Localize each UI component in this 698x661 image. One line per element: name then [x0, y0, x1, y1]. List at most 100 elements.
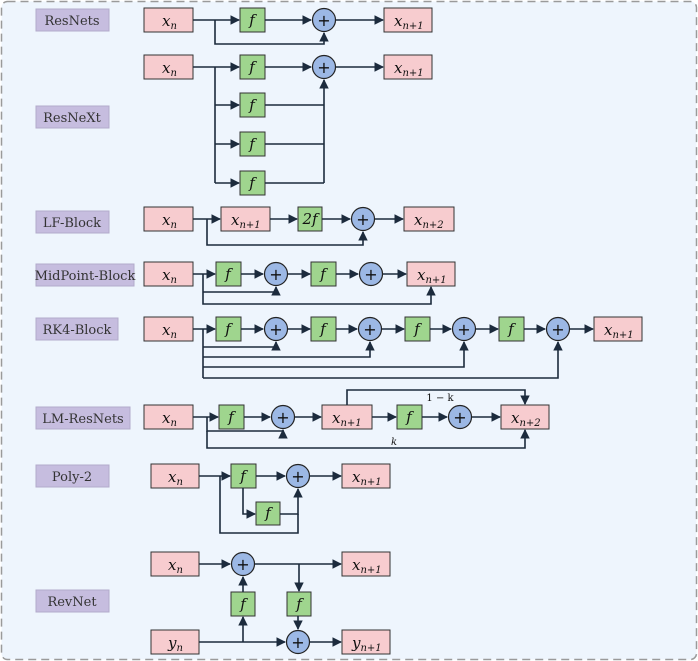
adder-symbol: +	[551, 320, 564, 339]
function-label: f	[319, 265, 328, 283]
block-label: ResNeXt	[43, 111, 101, 126]
adder-symbol: +	[269, 320, 282, 339]
adder-node	[285, 629, 311, 655]
adder-node	[311, 7, 337, 33]
function-label: f	[295, 595, 304, 613]
function-box	[230, 463, 257, 489]
state-box	[383, 7, 433, 33]
adder-node	[285, 463, 311, 489]
state-box	[143, 316, 194, 342]
state-box	[143, 7, 194, 33]
function-box	[239, 170, 266, 196]
adder-node	[358, 261, 384, 287]
adder-node	[451, 316, 477, 342]
block-label-box	[35, 263, 135, 287]
lm-resnets-block: LM-ResNets xn f + xn+1 f + xn+2 1 − k k	[35, 389, 550, 449]
adder-node	[270, 404, 296, 430]
adder-symbol: +	[356, 210, 369, 229]
resnets-block: ResNets xn f + xn+1	[35, 7, 433, 45]
block-label-box	[35, 589, 110, 613]
function-box	[215, 316, 242, 342]
adder-node	[545, 316, 571, 342]
adder-node	[230, 551, 256, 577]
state-box	[150, 463, 200, 489]
state-box	[593, 316, 643, 342]
block-label-box	[35, 317, 119, 341]
block-label-box	[35, 464, 110, 488]
state-box	[220, 206, 271, 232]
adder-node	[311, 54, 337, 80]
block-label-box	[35, 105, 110, 129]
adder-symbol: +	[276, 408, 289, 427]
function-label: f	[319, 320, 328, 338]
state-box	[143, 206, 194, 232]
block-label-box	[35, 210, 110, 234]
function-box	[239, 7, 266, 33]
block-label: RevNet	[47, 595, 97, 610]
state-box	[143, 54, 194, 80]
function-label: f	[248, 135, 257, 153]
state-box	[341, 629, 391, 655]
block-label: LF-Block	[43, 216, 101, 231]
state-box	[406, 261, 456, 287]
revnet-block: RevNet xn + xn+1 f f yn + yn+1	[35, 551, 391, 655]
adder-symbol: +	[317, 11, 330, 30]
state-box	[403, 206, 455, 232]
function-label: f	[264, 504, 273, 522]
block-label: ResNets	[44, 14, 99, 29]
block-label: MidPoint-Block	[35, 269, 136, 284]
resnext-block: ResNeXt xn f f f f + xn+1	[35, 54, 433, 196]
function-label: f	[239, 595, 248, 613]
state-box	[500, 404, 550, 430]
coefficient-top: 1 − k	[426, 393, 454, 404]
rk4-block: RK4-Block xn f + f + f + f + xn+1	[35, 316, 643, 379]
adder-symbol: +	[317, 58, 330, 77]
function-box	[404, 316, 431, 342]
coefficient-bottom: k	[391, 437, 397, 448]
state-box	[383, 54, 433, 80]
function-box	[286, 591, 312, 617]
function-label: f	[224, 320, 233, 338]
adder-symbol: +	[269, 265, 282, 284]
function-box	[297, 206, 323, 232]
adder-symbol: +	[291, 633, 304, 652]
adder-node	[263, 316, 289, 342]
function-label: f	[248, 96, 257, 114]
function-box	[218, 404, 245, 430]
adder-symbol: +	[457, 320, 470, 339]
lf-block: LF-Block xn xn+1 2f + xn+2	[35, 206, 455, 246]
block-label-box	[35, 8, 110, 32]
adder-symbol: +	[453, 408, 466, 427]
state-box	[143, 261, 194, 287]
block-label-box	[35, 406, 131, 430]
state-box	[341, 463, 391, 489]
midpoint-block: MidPoint-Block xn f + f + xn+1	[35, 261, 456, 305]
function-label: f	[248, 11, 257, 29]
block-label: RK4-Block	[43, 323, 112, 338]
function-box	[239, 131, 266, 157]
state-box	[143, 404, 194, 430]
adder-symbol: +	[363, 320, 376, 339]
adder-symbol: +	[291, 467, 304, 486]
adder-node	[350, 206, 376, 232]
adder-node	[263, 261, 289, 287]
adder-symbol: +	[236, 555, 249, 574]
function-label: f	[248, 58, 257, 76]
function-box	[498, 316, 525, 342]
function-box	[230, 591, 256, 617]
function-label: f	[248, 174, 257, 192]
state-box	[341, 551, 391, 577]
function-label: f	[405, 408, 414, 426]
function-label: f	[227, 408, 236, 426]
function-label: f	[413, 320, 422, 338]
function-label: f	[507, 320, 516, 338]
function-label: f	[239, 467, 248, 485]
function-label: f	[224, 265, 233, 283]
adder-node	[357, 316, 383, 342]
function-label: 2f	[301, 210, 320, 228]
adder-node	[447, 404, 473, 430]
poly-2-block: Poly-2 xn f f + xn+1	[35, 463, 391, 534]
block-label: LM-ResNets	[42, 412, 123, 427]
block-label: Poly-2	[52, 470, 92, 485]
